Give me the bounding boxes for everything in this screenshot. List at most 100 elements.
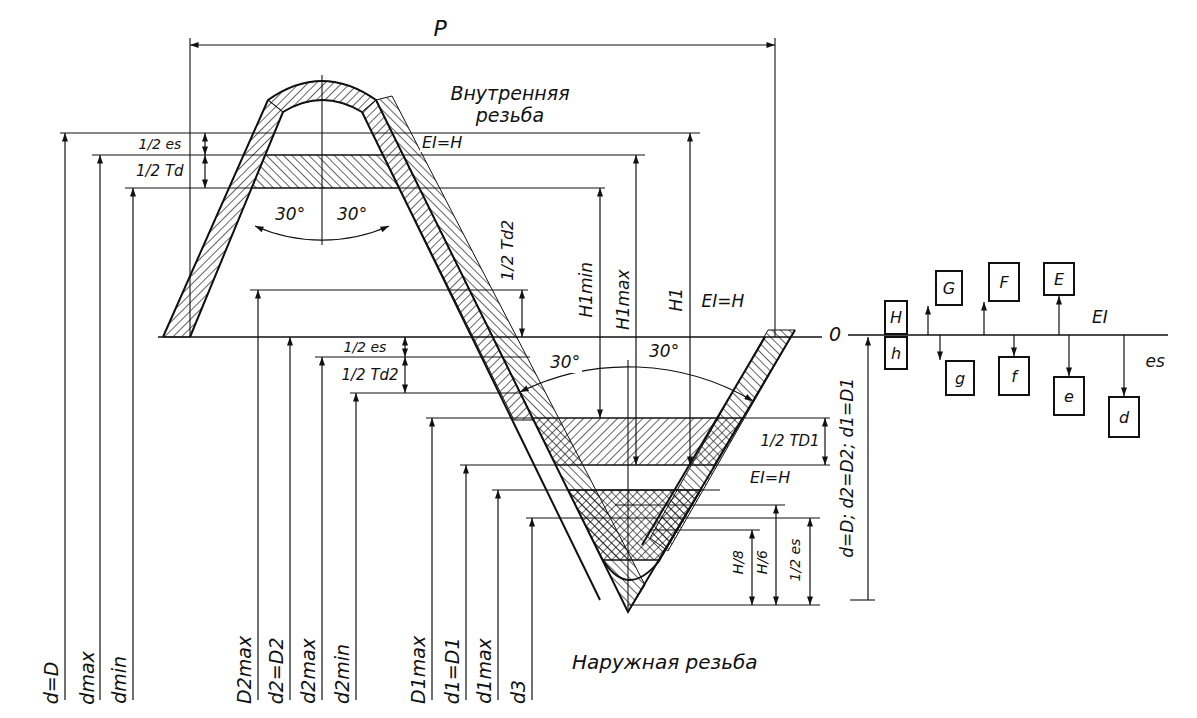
tolerance-field-box: h [884,336,908,370]
dimension-label: d2=D2 [266,635,288,706]
dimension-arrow [689,133,690,465]
dimension-arrow [65,45,1124,700]
dimension-label: d3 [508,678,530,706]
dimension-label: H1max [613,267,633,332]
dimension-arrow [404,357,405,393]
extension-line [60,38,1168,612]
dimension-label: 30° [335,205,369,225]
dimension-label: 30° [647,342,681,362]
dimension-arrow [635,155,636,465]
dimension-label: 1/2 TD1 [759,433,822,450]
dimension-arrow [289,337,290,700]
deviation-arrow [1068,335,1069,376]
tolerance-field-box: G [935,270,963,306]
deviation-arrow [1123,335,1124,396]
field-letter: d [1119,408,1129,427]
dimension-arrow [775,505,776,605]
dimension-label: P [432,16,449,41]
dimension-label: EI [1090,308,1110,328]
dimension-label: EI=H [420,134,464,152]
deviation-arrow [1013,335,1014,356]
dimension-label: D1max [408,634,430,706]
field-letter: G [943,279,955,298]
dimension-label: H1min [577,260,597,320]
dimension-label: 30° [548,353,582,373]
extension-line [774,38,775,337]
dimension-arrow [190,44,775,45]
field-letter: h [891,344,901,363]
dimension-arrow [99,155,100,700]
dimension-arrow [599,188,600,418]
dimension-label: dmax [76,649,98,706]
extension-line [315,356,530,357]
field-letter: e [1064,387,1074,406]
extension-line [60,132,700,133]
field-letter: F [999,273,1008,292]
dimension-arrow [751,530,752,605]
axis-line [321,75,322,245]
dimension-label: dmin [109,654,131,706]
tolerance-field-box: F [988,262,1020,302]
extension-line [850,599,875,600]
dimension-label: 1/2 es [787,537,803,584]
field-letter: g [955,369,965,388]
deviation-arrow [1058,296,1059,335]
hatched-zone [252,155,399,188]
dimension-arrow [64,133,65,700]
dimension-label: d=D [41,659,63,706]
tolerance-field-box: E [1043,262,1075,296]
dimension-arrow [257,290,258,700]
dimension-label: d1=D1 [442,635,464,706]
deviation-arrow [983,302,984,335]
tolerance-field-box: f [998,356,1030,396]
dimension-label: d=D; d2=D2; d1=D1 [838,376,858,560]
extension-line [615,504,785,505]
dimension-arrow [531,518,532,700]
dimension-arrow [431,418,432,700]
dimension-arrow [132,188,133,700]
dimension-label: d2min [332,642,354,706]
angle-arc [255,226,389,240]
extension-line [492,489,720,490]
dimension-arrow [355,393,356,700]
field-letter: H [890,308,902,327]
tolerance-field-box: g [945,360,975,396]
extension-line [650,529,760,530]
dimension-arrow [809,518,810,605]
dimension-label: d2max [298,636,320,706]
extension-line [189,38,190,337]
dimension-label: EI=H [700,292,747,312]
dimension-label: 1/2 es [137,136,184,152]
extension-line [250,289,528,290]
dimension-label: H1 [667,286,687,314]
dimension-arrow [204,155,205,188]
dimension-arrow [867,337,868,600]
extension-line [628,604,820,605]
axis-line [627,360,628,612]
dimension-label: Наружная резьба [570,651,760,674]
dimension-label: 1/2 Td2 [499,218,517,283]
profile-line [642,337,765,545]
tolerance-field-box: e [1053,376,1085,416]
dimension-label: d1max [474,636,496,706]
dimension-arrow [521,290,522,337]
extension-line [125,187,605,188]
dimension-label: es [1144,352,1167,372]
dimension-label: H/6 [754,548,770,576]
deviation-arrow [939,335,940,360]
dimension-arrow [497,490,498,700]
extension-line [460,464,830,465]
dimension-label: EI=H [748,469,792,487]
dimension-label: 30° [273,205,307,225]
dimension-arrow [404,337,405,357]
dimension-label: H/8 [730,548,746,576]
profile-line [190,100,600,600]
dimension-label: 1/2 Td2 [340,367,401,384]
field-letter: f [1011,367,1017,386]
dimension-arrow [204,133,205,155]
dimension-label: D2max [234,634,256,706]
dimension-label: 1/2 Td [134,163,186,180]
tolerance-field-box: d [1108,396,1140,438]
extension-line [350,392,520,393]
dimension-arrow [824,418,825,465]
